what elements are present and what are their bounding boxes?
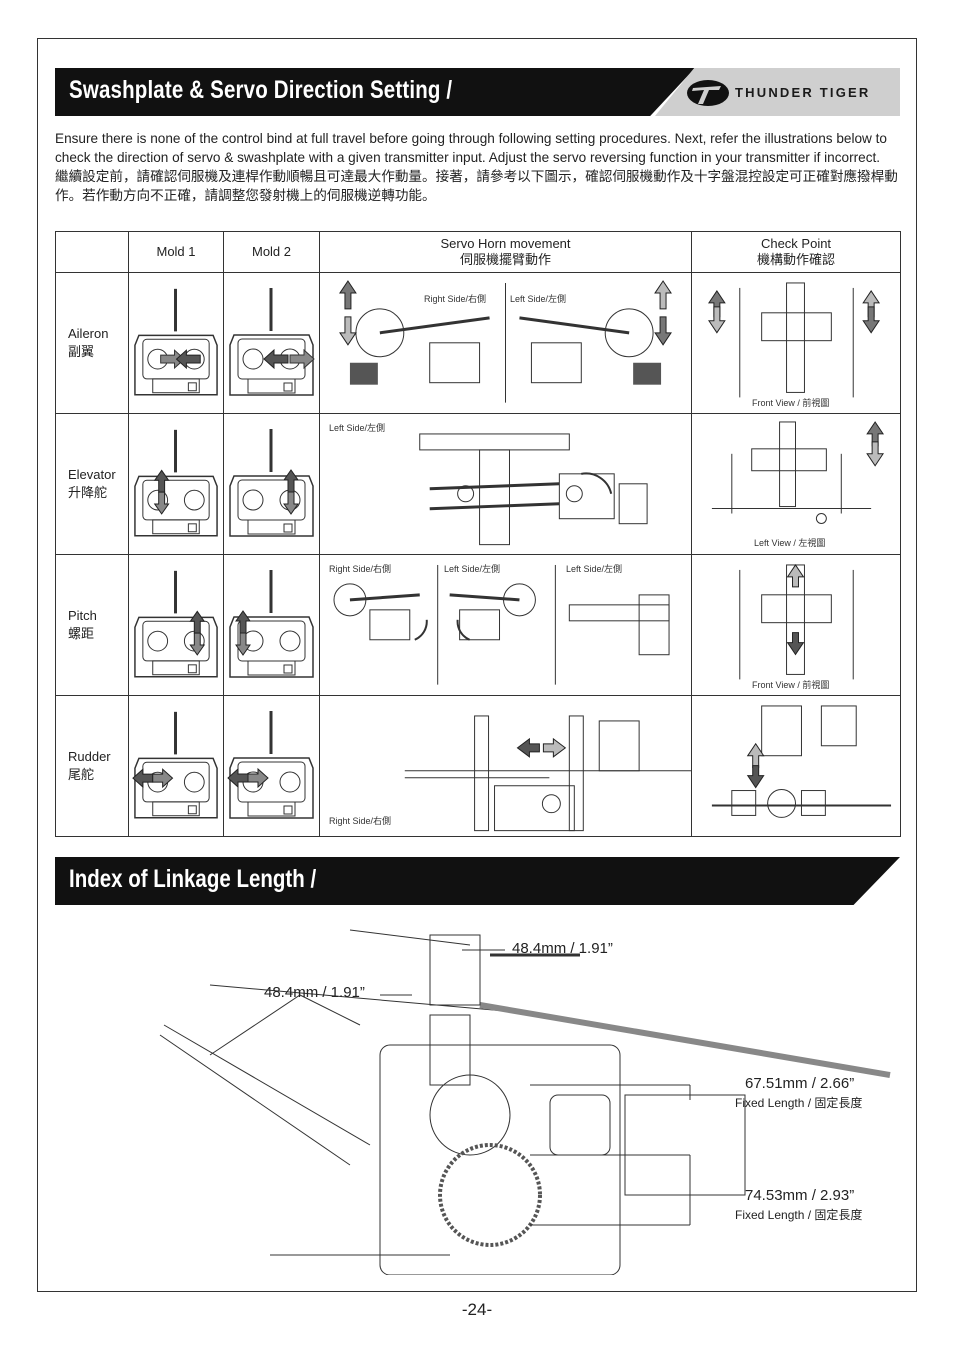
transmitter-icon — [133, 428, 219, 537]
transmitter-icon — [227, 709, 315, 820]
transmitter-mold1 — [128, 554, 224, 696]
transmitter-icon — [228, 568, 315, 679]
checkpoint-aileron: Front View / 前視圖 — [691, 272, 901, 414]
table-header-row: Mold 1 Mold 2 Servo Horn movement 伺服機擺臂動… — [55, 231, 901, 273]
header-mold1: Mold 1 — [128, 231, 224, 273]
transmitter-icon — [133, 287, 219, 396]
servo-horn-diagram — [339, 280, 672, 403]
servo-illustration-pitch: Right Side/右側 Left Side/左側 Left Side/左側 — [319, 554, 692, 696]
page-frame — [37, 38, 917, 1292]
brand-name: THUNDER TIGER — [735, 85, 871, 100]
dim-top-right: 48.4mm / 1.91” — [512, 940, 613, 957]
transmitter-mold1 — [128, 272, 224, 414]
servo-illustration-rudder: Right Side/右側 — [319, 695, 692, 837]
swashplate-front-diagram — [707, 282, 881, 398]
transmitter-icon — [228, 286, 315, 397]
transmitter-icon — [133, 569, 219, 678]
checkpoint-rudder — [691, 695, 901, 837]
transmitter-mold2 — [223, 695, 320, 837]
transmitter-mold2 — [223, 554, 320, 696]
header-servo: Servo Horn movement 伺服機擺臂動作 — [319, 231, 692, 273]
intro-text: Ensure there is none of the control bind… — [55, 129, 900, 205]
transmitter-mold1 — [128, 695, 224, 837]
dim-mid-fixed: Fixed Length / 固定長度 — [735, 1096, 863, 1110]
transmitter-icon — [228, 427, 315, 538]
page-number: -24- — [461, 1300, 493, 1319]
tail-rotor-diagram — [711, 705, 892, 819]
linkage-illustration — [159, 929, 891, 1275]
section-header-linkage: Index of Linkage Length / — [55, 857, 900, 905]
servo-illustration-aileron: Right Side/右側 Left Side/左側 — [319, 272, 692, 414]
header-check: Check Point 機構動作確認 — [691, 231, 901, 273]
transmitter-mold2 — [223, 413, 320, 555]
transmitter-mold1 — [128, 413, 224, 555]
intro-chinese: 繼續設定前，請確認伺服機及連桿作動順暢且可達最大作動量。接著，請參考以下圖示，確… — [55, 169, 898, 203]
header-mold2: Mold 2 — [223, 231, 320, 273]
section-header-swashplate: Swashplate & Servo Direction Setting / T… — [55, 68, 900, 116]
brand-logo: THUNDER TIGER — [685, 78, 895, 108]
swashplate-front-diagram — [739, 564, 854, 680]
section-title: Index of Linkage Length / — [69, 865, 317, 893]
servo-horn-diagram — [419, 433, 648, 546]
dim-low-fixed: Fixed Length / 固定長度 — [735, 1208, 863, 1222]
servo-illustration-elevator: Left Side/左側 — [319, 413, 692, 555]
direction-table: Mold 1 Mold 2 Servo Horn movement 伺服機擺臂動… — [55, 231, 901, 837]
transmitter-icon — [132, 710, 219, 819]
dim-top-left: 48.4mm / 1.91” — [264, 984, 365, 1001]
checkpoint-pitch: Front View / 前視圖 — [691, 554, 901, 696]
transmitter-mold2 — [223, 272, 320, 414]
servo-horn-diagram — [333, 565, 670, 685]
section-title: Swashplate & Servo Direction Setting / — [69, 76, 453, 104]
dim-mid: 67.51mm / 2.66” — [745, 1075, 855, 1092]
swashplate-left-diagram — [711, 421, 885, 525]
checkpoint-elevator: Left View / 左視圖 — [691, 413, 901, 555]
thunder-tiger-logo-icon — [687, 80, 729, 106]
dim-low: 74.53mm / 2.93” — [745, 1187, 855, 1204]
intro-english: Ensure there is none of the control bind… — [55, 131, 887, 165]
servo-horn-diagram — [404, 715, 691, 832]
